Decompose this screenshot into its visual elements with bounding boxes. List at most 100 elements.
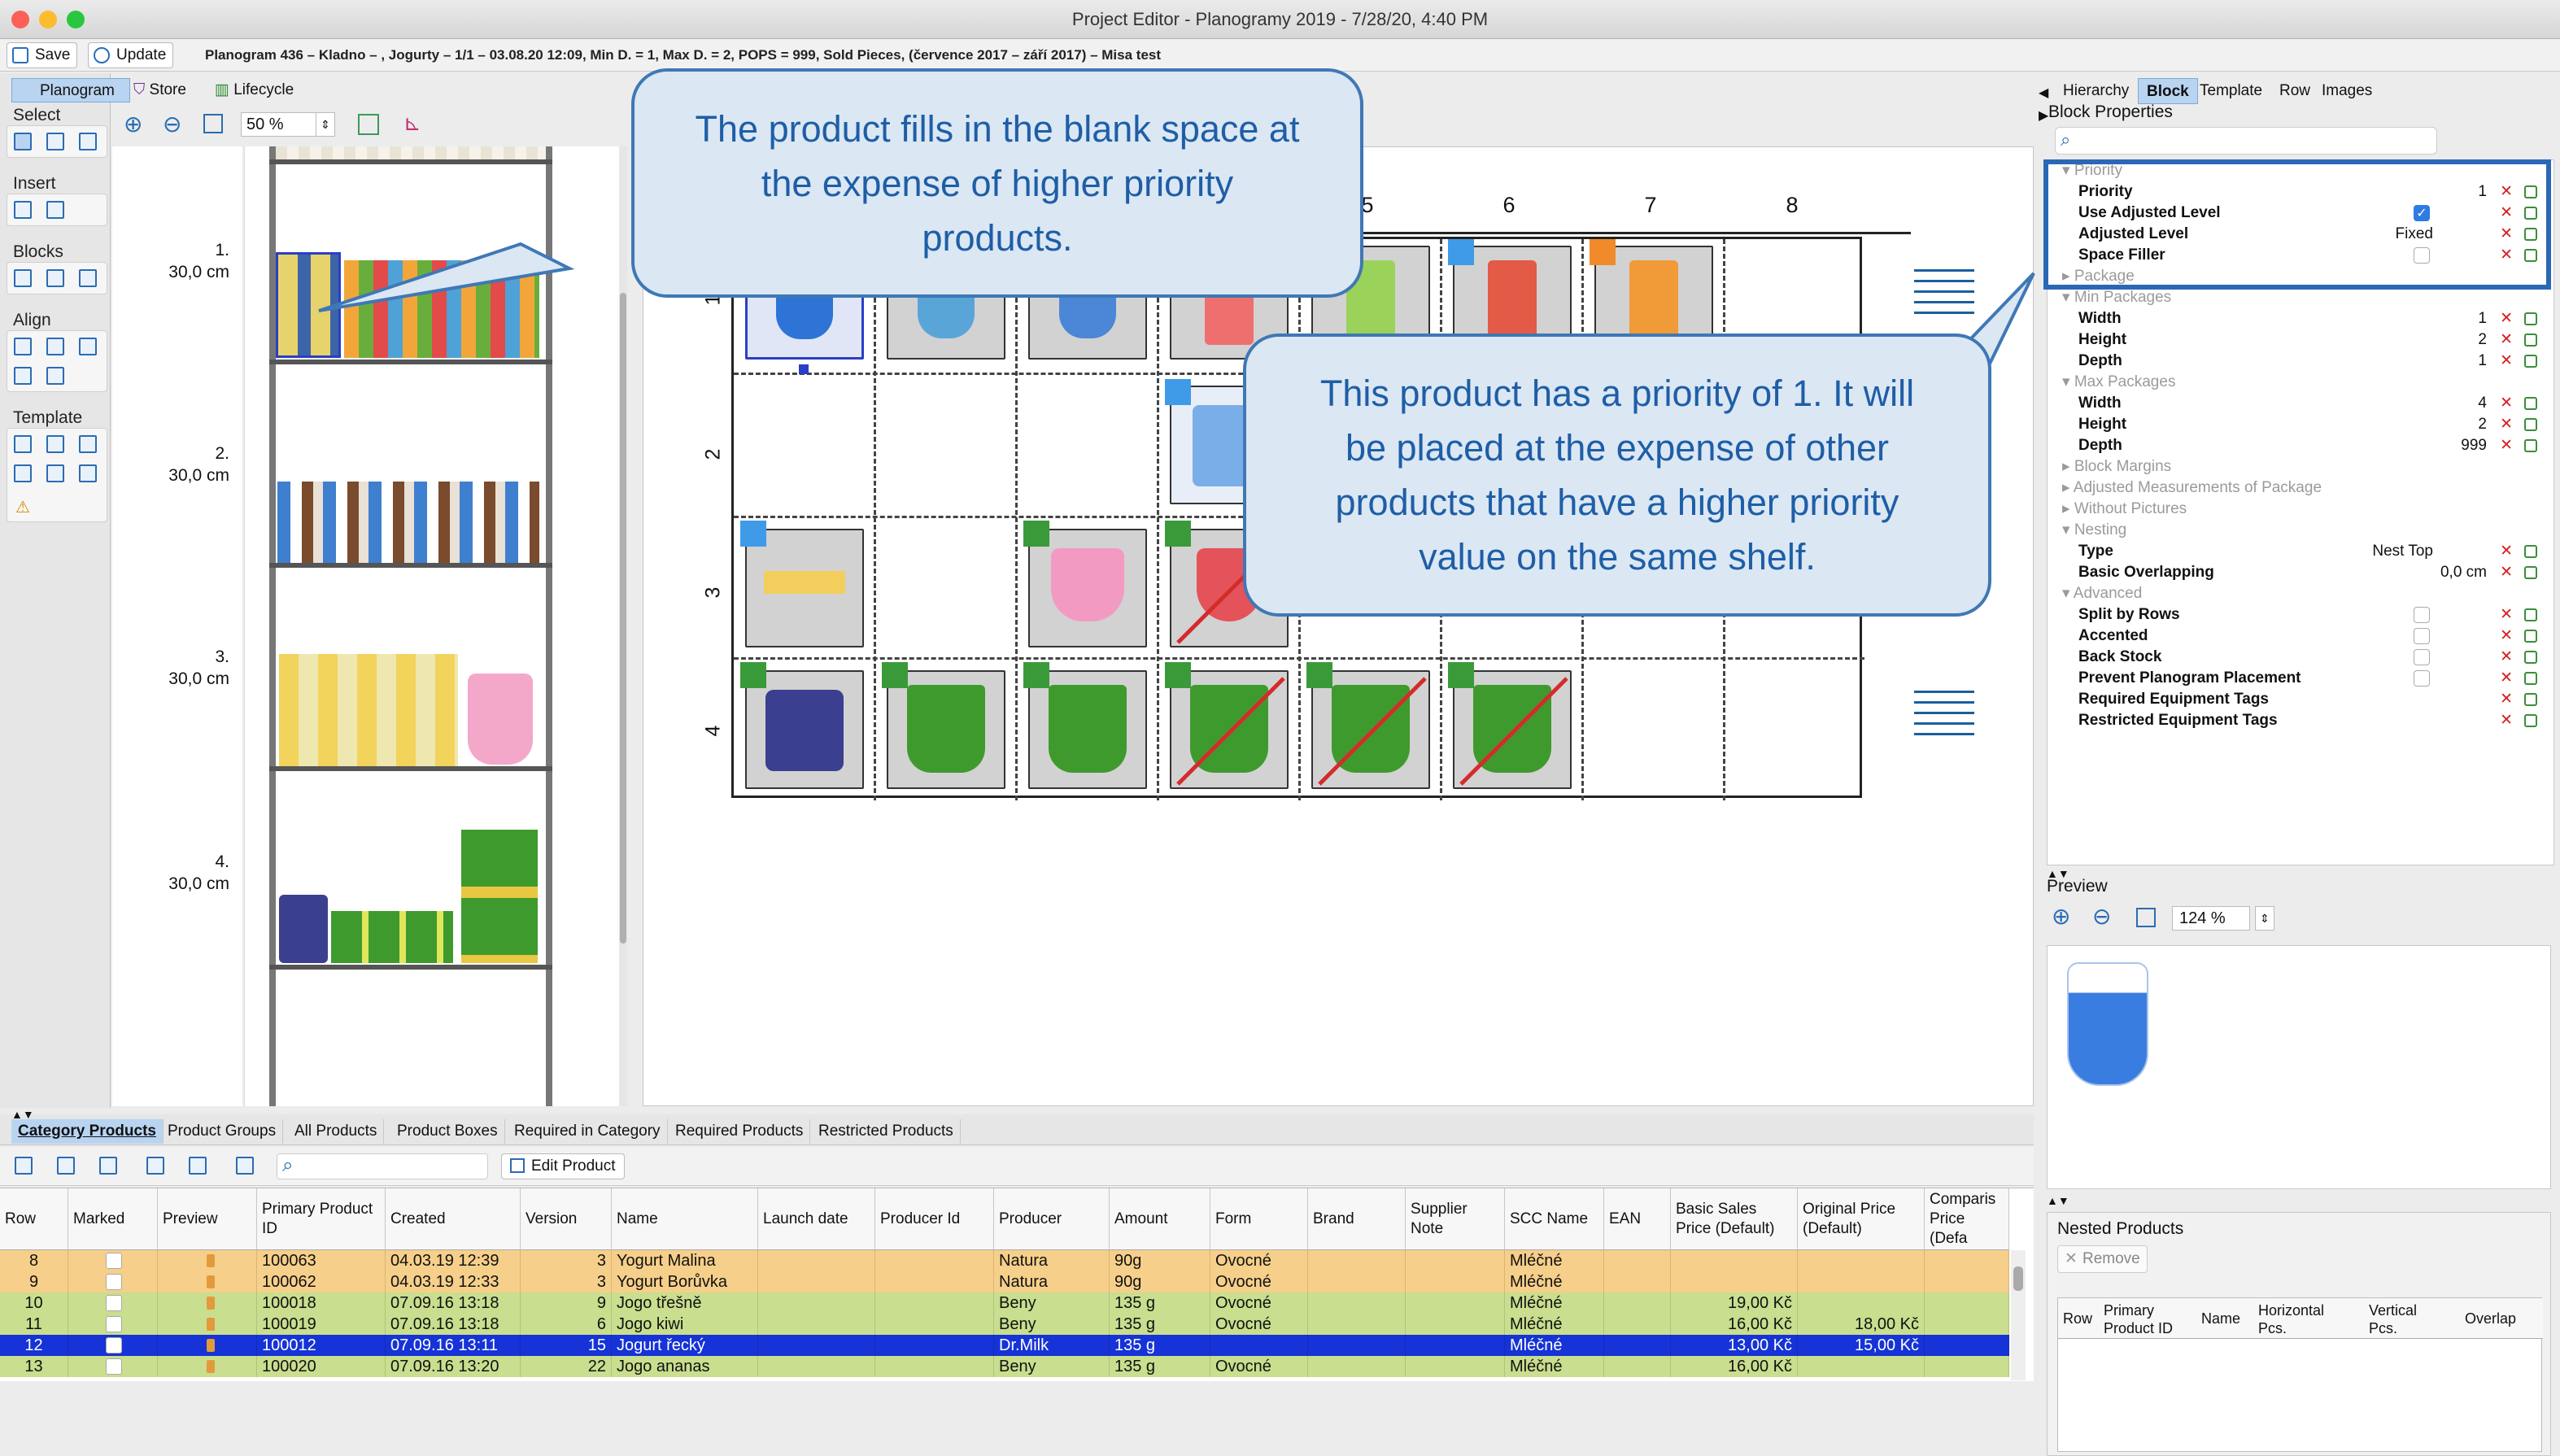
- edit-icon[interactable]: [2524, 672, 2537, 685]
- edit-icon[interactable]: [2524, 185, 2537, 198]
- prop-accented[interactable]: Accented✕: [2049, 626, 2552, 647]
- edit-icon[interactable]: [2524, 714, 2537, 727]
- product-jogurt-bily[interactable]: [1028, 246, 1147, 360]
- nested-col-vertical[interactable]: Vertical Pcs.: [2369, 1302, 2418, 1336]
- clear-icon[interactable]: ✕: [2500, 669, 2513, 687]
- table-col-header[interactable]: Version: [521, 1188, 612, 1250]
- product-yogurt-crossed[interactable]: [1170, 529, 1289, 647]
- zoom-input[interactable]: 50 %: [241, 112, 319, 137]
- tab-row[interactable]: Row: [2279, 82, 2311, 99]
- shelf-3-products[interactable]: [279, 654, 458, 766]
- tab-required-products[interactable]: Required Products: [669, 1119, 811, 1144]
- select-grid-icon[interactable]: [46, 133, 64, 150]
- tab-store[interactable]: ⛉ Store: [133, 81, 186, 98]
- prop-basic-overlap-value[interactable]: 0,0 cm: [2440, 564, 2487, 581]
- clear-icon[interactable]: ✕: [2500, 606, 2513, 623]
- table-col-header[interactable]: Original Price (Default): [1798, 1188, 1925, 1250]
- clear-icon[interactable]: ✕: [2500, 395, 2513, 412]
- group-adjusted-measurements[interactable]: ▸ Adjusted Measurements of Package: [2062, 479, 2322, 496]
- marked-checkbox-box[interactable]: [106, 1316, 122, 1332]
- selected-product-block[interactable]: [276, 252, 341, 358]
- selection-handle[interactable]: [799, 364, 809, 374]
- edit-icon[interactable]: [2524, 312, 2537, 325]
- back-stock-checkbox[interactable]: [2414, 649, 2430, 665]
- tool-delete-icon[interactable]: [236, 1157, 254, 1175]
- table-col-header[interactable]: EAN: [1604, 1188, 1671, 1250]
- template-table-icon[interactable]: [79, 435, 97, 453]
- clear-icon[interactable]: ✕: [2500, 648, 2513, 665]
- group-min-packages[interactable]: ▾ Min Packages: [2062, 289, 2172, 306]
- block-arrange-icon[interactable]: [79, 269, 97, 287]
- nested-col-overlap[interactable]: Overlap: [2465, 1310, 2517, 1327]
- group-priority[interactable]: ▾ Priority: [2062, 162, 2122, 179]
- tab-block[interactable]: Block: [2138, 78, 2198, 104]
- collapse-right-icon[interactable]: ▶: [2039, 109, 2049, 123]
- nested-col-id[interactable]: Primary Product ID: [2104, 1302, 2174, 1336]
- select-cart-icon[interactable]: [79, 133, 97, 150]
- group-block-margins[interactable]: ▸ Block Margins: [2062, 458, 2172, 475]
- template-image2-icon[interactable]: [46, 435, 64, 453]
- edit-product-button[interactable]: Edit Product: [501, 1153, 625, 1179]
- shelf-handle-top[interactable]: [1914, 269, 1974, 322]
- tab-product-boxes[interactable]: Product Boxes: [390, 1119, 505, 1144]
- edit-icon[interactable]: [2524, 207, 2537, 220]
- nested-col-name[interactable]: Name: [2201, 1310, 2241, 1327]
- shelf-1-products[interactable]: [344, 260, 539, 358]
- table-col-header[interactable]: Supplier Note: [1406, 1188, 1505, 1250]
- prop-use-adjusted-level[interactable]: Use Adjusted Level✓✕: [2049, 203, 2552, 224]
- table-col-header[interactable]: Row: [0, 1188, 68, 1250]
- clear-icon[interactable]: ✕: [2500, 543, 2513, 560]
- measure-icon[interactable]: ⊾: [403, 111, 421, 135]
- tab-restricted-products[interactable]: Restricted Products: [812, 1119, 961, 1144]
- minimize-window-button[interactable]: [39, 11, 57, 28]
- nested-col-horizontal[interactable]: Horizontal Pcs.: [2258, 1302, 2325, 1336]
- template-layout-icon[interactable]: [14, 464, 32, 482]
- template-layout3-icon[interactable]: [79, 464, 97, 482]
- split-rows-checkbox[interactable]: [2414, 607, 2430, 623]
- edit-icon[interactable]: [2524, 651, 2537, 664]
- edit-icon[interactable]: [2524, 693, 2537, 706]
- zoom-stepper[interactable]: ⇕: [316, 112, 335, 137]
- shelf-3-yogurt-cup[interactable]: [468, 674, 533, 765]
- table-col-header[interactable]: Basic Sales Price (Default): [1671, 1188, 1798, 1250]
- select-block-icon[interactable]: [14, 133, 32, 150]
- prop-min-width-value[interactable]: 1: [2478, 310, 2487, 327]
- marked-checkbox-box[interactable]: [106, 1274, 122, 1290]
- edit-icon[interactable]: [2524, 355, 2537, 368]
- tab-images[interactable]: Images: [2322, 82, 2373, 99]
- prop-prevent-placement[interactable]: Prevent Planogram Placement✕: [2049, 668, 2552, 689]
- prop-split-by-rows[interactable]: Split by Rows✕: [2049, 604, 2552, 626]
- clear-icon[interactable]: ✕: [2500, 246, 2513, 264]
- preview-zoom-in-icon[interactable]: ⊕: [2052, 904, 2071, 929]
- table-col-header[interactable]: Marked: [68, 1188, 158, 1250]
- maximize-window-button[interactable]: [67, 11, 85, 28]
- table-col-header[interactable]: Brand: [1308, 1188, 1406, 1250]
- warning-icon[interactable]: ⚠: [15, 499, 30, 517]
- prop-restricted-tags[interactable]: Restricted Equipment Tags✕: [2049, 710, 2552, 731]
- clear-icon[interactable]: ✕: [2500, 416, 2513, 433]
- clear-icon[interactable]: ✕: [2500, 437, 2513, 454]
- prop-adjusted-level-value[interactable]: Fixed: [2395, 225, 2433, 242]
- splitter-arrows-icon[interactable]: ▲▼: [2047, 867, 2069, 880]
- prop-priority-value[interactable]: 1: [2478, 183, 2487, 200]
- close-window-button[interactable]: [11, 11, 29, 28]
- shelf-4-jogo-cups[interactable]: [331, 911, 453, 963]
- gondola-view[interactable]: [244, 146, 627, 1106]
- table-col-header[interactable]: Created: [386, 1188, 521, 1250]
- zoom-fit-icon[interactable]: [203, 114, 223, 133]
- table-scrollbar[interactable]: [2011, 1250, 2026, 1380]
- marked-checkbox[interactable]: [68, 1250, 158, 1271]
- template-layout2-icon[interactable]: [46, 464, 64, 482]
- preview-fit-icon[interactable]: [2136, 908, 2156, 927]
- marked-checkbox-box[interactable]: [106, 1337, 122, 1354]
- prop-min-height-value[interactable]: 2: [2478, 331, 2487, 348]
